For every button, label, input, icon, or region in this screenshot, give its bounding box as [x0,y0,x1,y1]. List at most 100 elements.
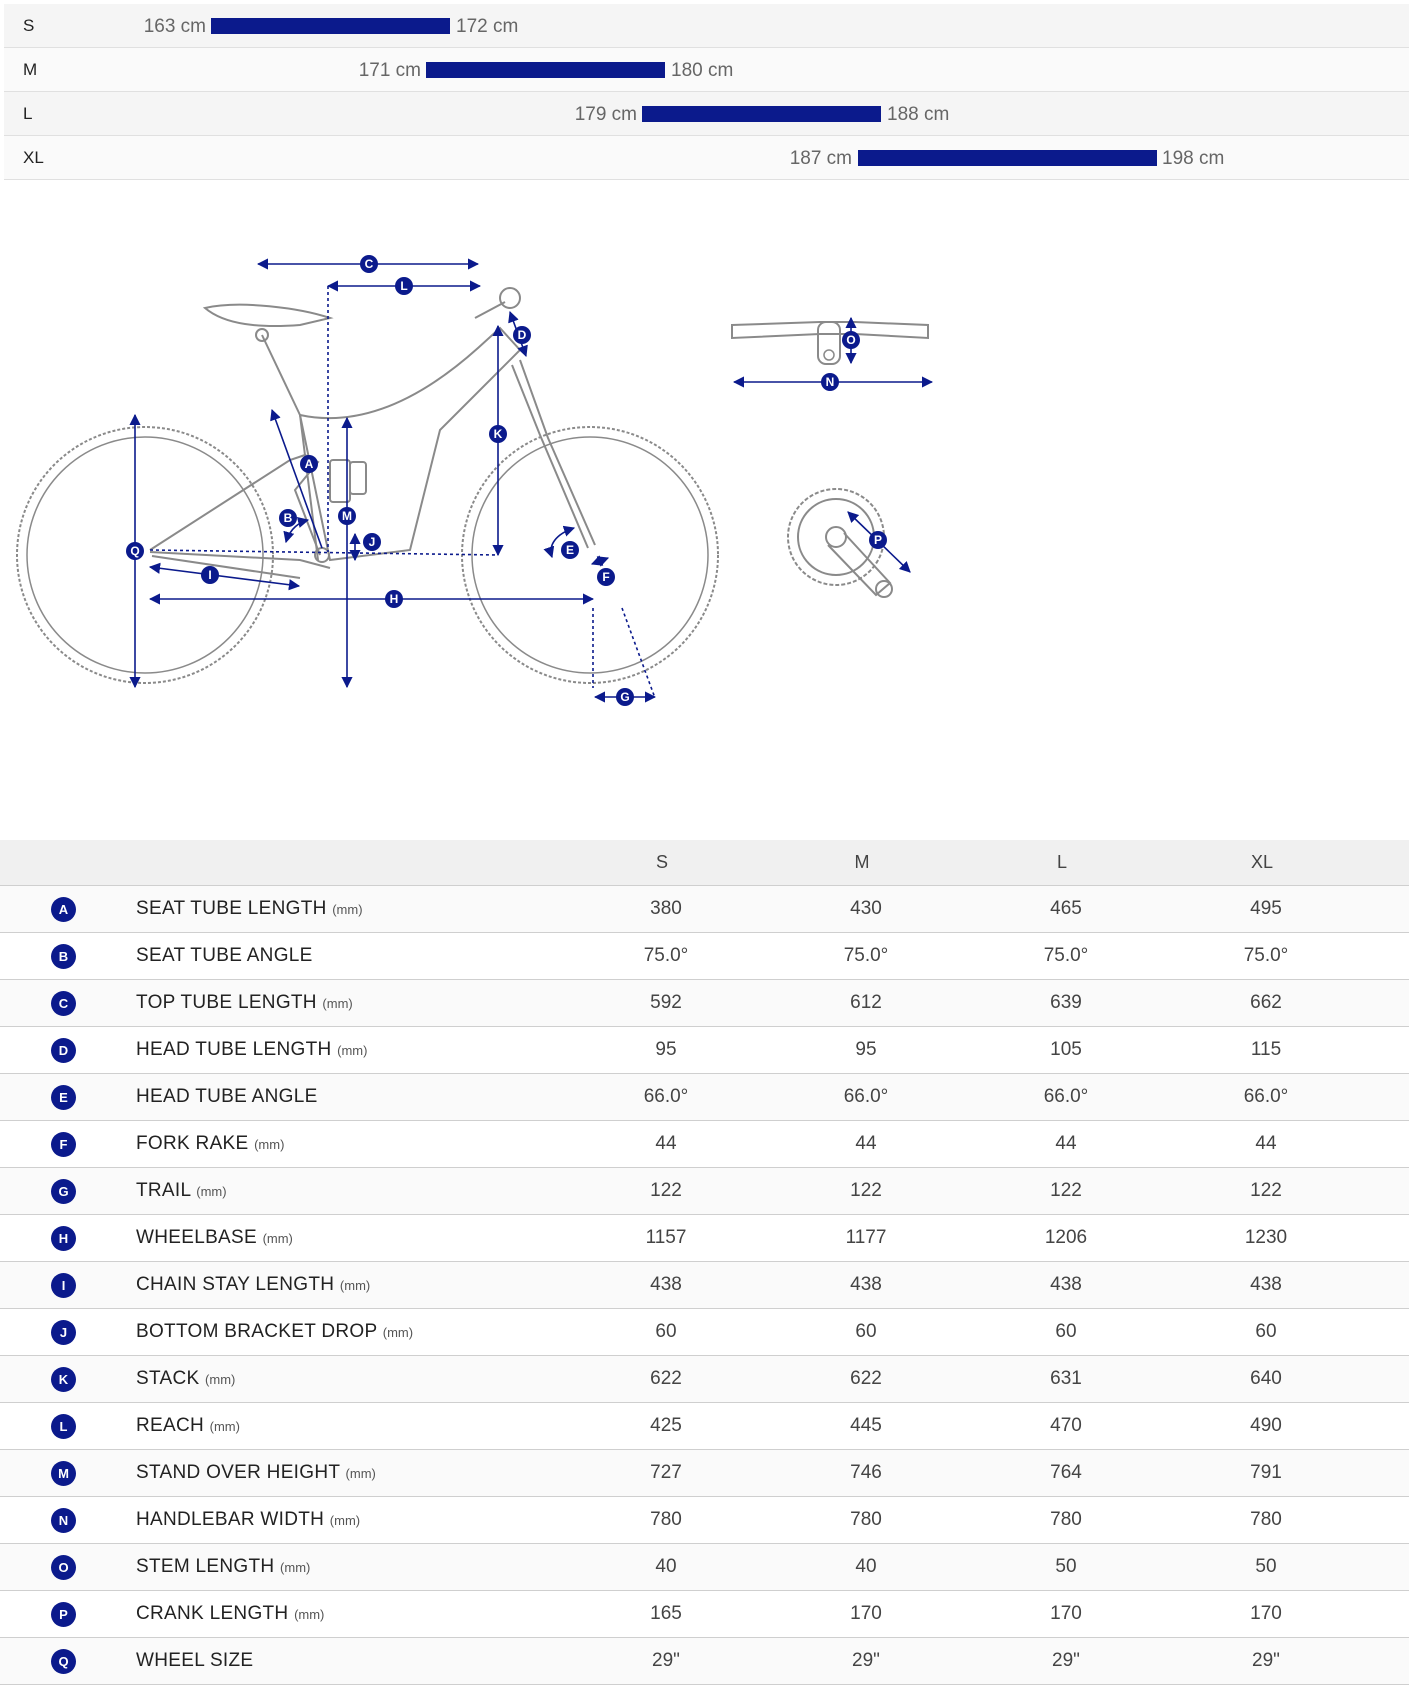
measurement-name: CHAIN STAY LENGTH (mm) [136,1274,370,1296]
measurement-value: 66.0° [643,1086,689,1107]
table-header: S M L XL [0,840,1409,886]
marker-l: L [395,277,413,295]
measurement-name: STEM LENGTH (mm) [136,1556,310,1578]
measurement-value: 1230 [1244,1227,1288,1248]
size-chart: S 163 cm 172 cm M 171 cm 180 cm L 179 cm… [4,4,1409,180]
measurement-label: SEAT TUBE ANGLE [136,945,313,966]
measurement-value: 380 [650,898,682,919]
measurement-label: STEM LENGTH [136,1556,275,1577]
geometry-table: S M L XL A SEAT TUBE LENGTH (mm) 380 430 465… [0,840,1409,1685]
size-row-m: M 171 cm 180 cm [4,48,1409,92]
measurement-badge: E [51,1085,76,1110]
measurement-value: 66.0° [1043,1086,1089,1107]
measurement-unit: (mm) [280,1560,311,1575]
measurement-badge: I [51,1273,76,1298]
svg-text:A: A [305,457,314,471]
measurement-value: 780 [1250,1509,1282,1530]
measurement-value: 425 [650,1415,682,1436]
marker-b: B [279,509,297,527]
svg-text:I: I [208,568,211,582]
measurement-name: TOP TUBE LENGTH (mm) [136,992,353,1014]
measurement-unit: (mm) [332,902,363,917]
measurement-value: 170 [850,1603,882,1624]
measurement-name: STAND OVER HEIGHT (mm) [136,1462,376,1484]
measurement-value: 44 [1255,1133,1277,1154]
measurement-name: BOTTOM BRACKET DROP (mm) [136,1321,413,1343]
measurement-badge: K [51,1367,76,1392]
svg-text:M: M [342,509,352,523]
measurement-value: 495 [1250,898,1282,919]
measurement-value: 622 [850,1368,882,1389]
marker-i: I [201,566,219,584]
measurement-badge: J [51,1320,76,1345]
marker-e: E [561,541,579,559]
marker-k: K [489,425,507,443]
height-max: 180 cm [671,60,734,81]
measurement-value: 727 [650,1462,682,1483]
measurement-value: 612 [850,992,882,1013]
measurement-value: 430 [850,898,882,919]
crankset-view [787,488,911,598]
svg-text:K: K [494,427,503,441]
measurement-value: 105 [1050,1039,1082,1060]
marker-p: P [869,531,887,549]
measurement-value: 764 [1050,1462,1082,1483]
measurement-value: 1206 [1044,1227,1088,1248]
measurement-value: 438 [1050,1274,1082,1295]
handlebar-view [731,316,934,388]
measurement-badge: F [51,1132,76,1157]
measurement-name: WHEELBASE (mm) [136,1227,293,1249]
size-label: L [23,104,33,123]
marker-h: H [385,590,403,608]
measurement-badge: D [51,1038,76,1063]
measurement-badge: M [51,1461,76,1486]
measurement-badge: B [51,944,76,969]
measurement-unit: (mm) [294,1607,325,1622]
measurement-value: 29" [852,1650,880,1671]
measurement-name: WHEEL SIZE [136,1650,253,1672]
measurement-badge: H [51,1226,76,1251]
marker-n: N [821,373,839,391]
measurement-label: WHEELBASE [136,1227,257,1248]
measurement-badge: A [51,897,76,922]
measurement-name: HANDLEBAR WIDTH (mm) [136,1509,360,1531]
measurement-value: 170 [1250,1603,1282,1624]
svg-text:N: N [826,375,835,389]
height-range-bar [426,62,665,78]
measurement-label: CRANK LENGTH [136,1603,289,1624]
measurement-value: 60 [1255,1321,1277,1342]
measurement-value: 465 [1050,898,1082,919]
height-min: 163 cm [143,16,206,37]
measurement-value: 438 [1250,1274,1282,1295]
size-row-xl: XL 187 cm 198 cm [4,136,1409,180]
measurement-unit: (mm) [196,1184,227,1199]
measurement-label: SEAT TUBE LENGTH [136,898,327,919]
marker-q: Q [126,542,144,560]
measurement-name: STACK (mm) [136,1368,235,1390]
measurement-unit: (mm) [209,1419,240,1434]
measurement-value: 44 [855,1133,877,1154]
measurement-value: 29" [1052,1650,1080,1671]
measurement-label: REACH [136,1415,205,1436]
measurement-unit: (mm) [262,1231,293,1246]
measurement-value: 592 [650,992,682,1013]
measurement-value: 1157 [645,1227,687,1248]
height-max: 188 cm [887,104,950,125]
measurement-value: 44 [655,1133,677,1154]
measurement-value: 122 [1250,1180,1282,1201]
height-min: 179 cm [574,104,637,125]
measurement-label: STACK [136,1368,200,1389]
measurement-value: 95 [855,1039,877,1060]
measurement-unit: (mm) [337,1043,368,1058]
size-label: M [23,60,38,79]
svg-text:B: B [284,511,293,525]
measurement-label: CHAIN STAY LENGTH [136,1274,335,1295]
measurement-value: 122 [850,1180,882,1201]
measurement-value: 60 [1055,1321,1077,1342]
